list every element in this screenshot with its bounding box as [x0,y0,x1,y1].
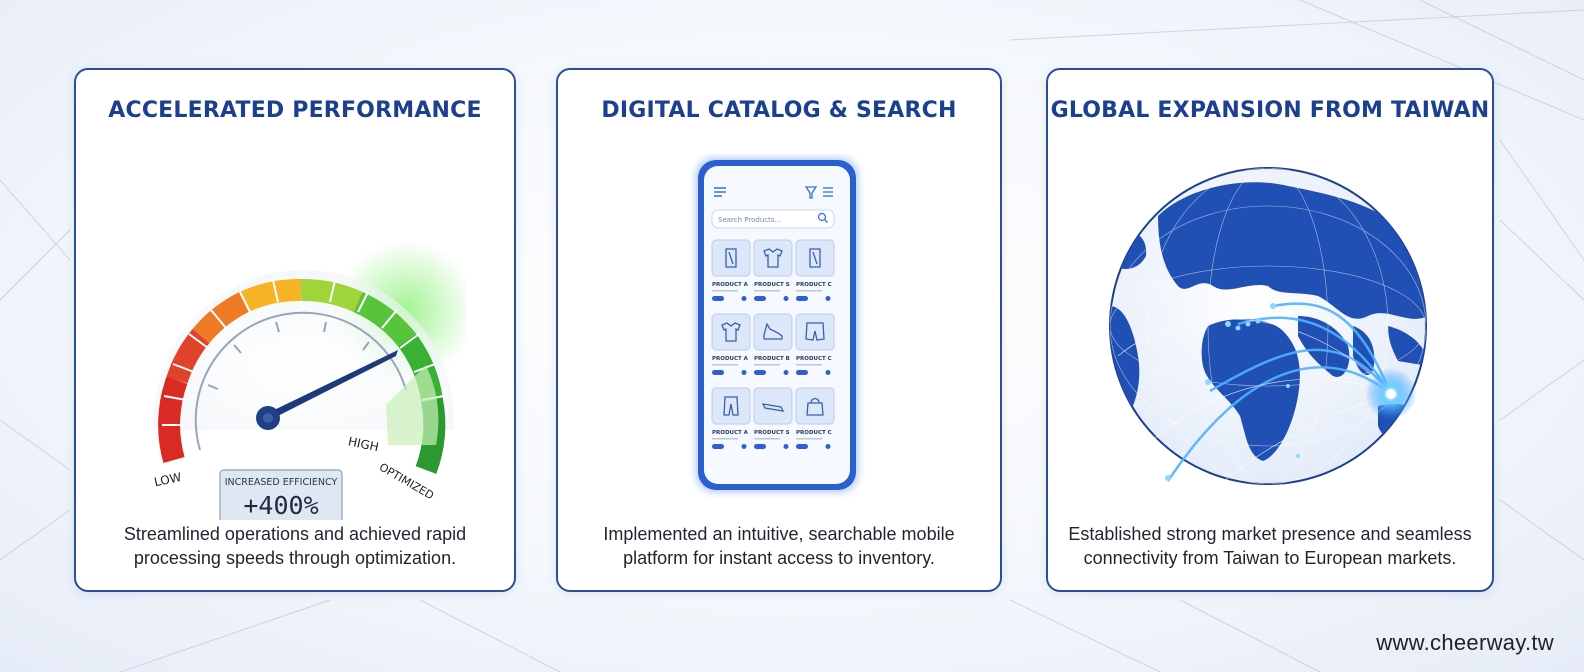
speedometer-gauge: LOW HIGH OPTIMIZED INCREASED EFFICIENCY … [153,240,466,520]
tool-icon [761,403,785,412]
product-tile[interactable]: PRODUCT A [711,239,751,301]
product-detail-line [796,438,822,440]
product-label: PRODUCT A [712,282,749,288]
product-detail-line [796,290,822,292]
website-url[interactable]: www.cheerway.tw [1376,630,1554,655]
product-detail-line [712,438,738,440]
product-tile[interactable]: PRODUCT B [753,313,793,375]
price-badge [712,370,724,375]
card-title: GLOBAL EXPANSION FROM TAIWAN [1050,98,1490,123]
card-description: Established strong market presence and s… [1068,522,1472,570]
product-label: PRODUCT S [754,282,790,288]
price-badge [796,296,808,301]
product-detail-line [796,364,822,366]
product-tile[interactable]: PRODUCT A [711,387,751,449]
product-detail-line [754,364,780,366]
product-label: PRODUCT C [796,430,832,436]
product-tile[interactable]: PRODUCT C [795,387,835,449]
product-image[interactable] [795,387,835,425]
taiwan-marker [1386,389,1396,399]
tshirt-icon [763,248,783,268]
description-line: platform for instant access to inventory… [623,548,935,568]
catalog-card: DIGITAL CATALOG & SEARCH Search Products… [556,68,1002,592]
product-label: PRODUCT C [796,356,832,362]
description-line: processing speeds through optimization. [133,548,457,568]
product-image[interactable] [753,239,793,277]
product-detail-line [712,364,738,366]
shorts-icon [805,322,825,341]
add-to-cart-button[interactable] [741,444,747,449]
add-to-cart-button[interactable] [825,370,831,375]
price-badge [754,296,766,301]
product-label: PRODUCT B [754,356,790,362]
search-icon[interactable] [817,212,828,223]
menu-icon[interactable] [714,187,726,197]
price-badge [754,444,766,449]
card-title: DIGITAL CATALOG & SEARCH [601,98,957,123]
performance-card: ACCELERATED PERFORMANCE [74,68,516,592]
card-description: Implemented an intuitive, searchable mob… [578,522,980,570]
efficiency-label: INCREASED EFFICIENCY [225,477,338,488]
price-badge [796,444,808,449]
product-tile[interactable]: PRODUCT C [795,239,835,301]
global-card: GLOBAL EXPANSION FROM TAIWAN [1046,68,1494,592]
product-tile[interactable]: PRODUCT A [711,313,751,375]
product-tile[interactable]: PRODUCT C [795,313,835,375]
add-to-cart-button[interactable] [741,296,747,301]
product-label: PRODUCT S [754,430,790,436]
mobile-phone: Search Products... PRODUCT A PRODUCT S PRO… [696,158,858,492]
bag-icon [806,397,824,416]
tshirt-icon [721,322,741,342]
add-to-cart-button[interactable] [783,370,789,375]
price-badge [712,444,724,449]
price-badge [796,370,808,375]
price-badge [754,370,766,375]
shoe-icon [763,322,783,340]
filter-icon[interactable] [804,186,818,199]
description-line: Established strong market presence and s… [1068,524,1472,544]
add-to-cart-button[interactable] [783,296,789,301]
globe-map [1109,167,1427,496]
gauge-low-label: LOW [153,470,183,489]
search-placeholder: Search Products... [718,216,781,224]
product-tile[interactable]: PRODUCT S [753,387,793,449]
product-label: PRODUCT A [712,356,749,362]
description-line: Implemented an intuitive, searchable mob… [603,524,955,544]
product-detail-line [712,290,738,292]
description-line: connectivity from Taiwan to European mar… [1083,548,1457,568]
pants-icon [723,396,739,416]
add-to-cart-button[interactable] [741,370,747,375]
list-icon[interactable] [823,187,833,197]
product-image[interactable] [711,313,751,351]
efficiency-value: +400% [243,491,318,520]
add-to-cart-button[interactable] [783,444,789,449]
phone-case-icon [809,248,821,268]
product-detail-line [754,438,780,440]
product-tile[interactable]: PRODUCT S [753,239,793,301]
product-label: PRODUCT A [712,430,749,436]
product-detail-line [754,290,780,292]
search-input[interactable] [711,209,835,229]
add-to-cart-button[interactable] [825,296,831,301]
add-to-cart-button[interactable] [825,444,831,449]
card-description: Streamlined operations and achieved rapi… [96,522,494,570]
description-line: Streamlined operations and achieved rapi… [123,524,467,544]
gauge-high-label: HIGH [347,434,380,454]
card-title: ACCELERATED PERFORMANCE [108,98,482,123]
product-image[interactable] [753,313,793,351]
price-badge [712,296,724,301]
phone-case-icon [725,248,737,268]
product-label: PRODUCT C [796,282,832,288]
